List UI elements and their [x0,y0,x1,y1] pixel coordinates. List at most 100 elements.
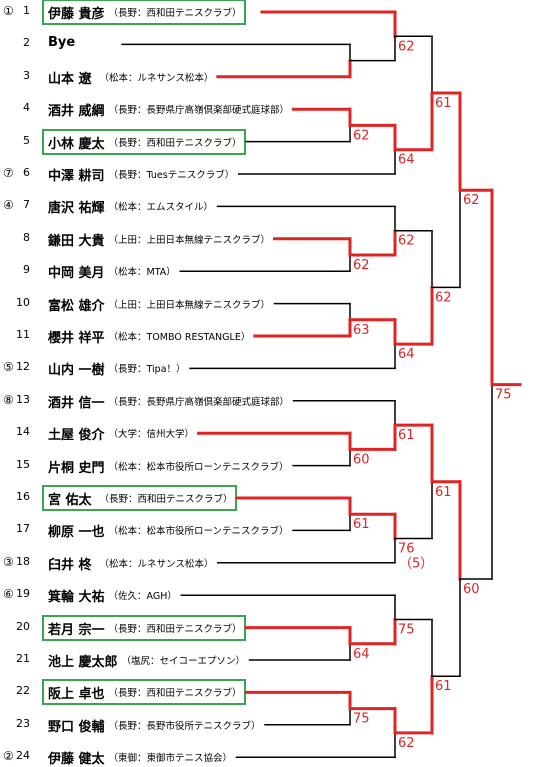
player-club: （松本：TOMBO RESTANGLE） [108,332,251,343]
player-name: 臼井 柊 [48,557,92,573]
draw-number: 18 [16,554,30,568]
player-name: 池上 慶太郎 [48,655,118,670]
draw-number: 17 [16,522,30,536]
seed-mark: ⑧ [3,392,14,407]
draw-number: 13 [16,392,30,406]
draw-number: 14 [16,425,30,439]
draw-number: 15 [16,457,30,471]
player-name: 鎌田 大貴 [48,233,105,249]
seed-mark: ⑥ [3,587,14,602]
player-name: 野口 俊輔 [48,719,105,735]
draw-number: 1 [23,4,30,17]
player-club: （松本：松本市役所ローンテニスクラブ） [108,526,289,538]
draw-number: 5 [23,133,30,147]
seed-mark: ③ [3,554,14,569]
player-row: 20 若月 宗一（長野：西和田テニスクラブ） [0,618,340,638]
player-club: （長野：Tuesテニスクラブ） [108,170,235,181]
draw-number: 23 [16,716,30,730]
draw-number: 21 [16,652,30,665]
match-score: 62 [353,128,370,143]
player-club: （松本：MTA） [108,267,176,279]
player-name: 土屋 俊介 [48,428,105,444]
player-name: 櫻井 祥平 [48,331,105,346]
match-score: 64 [353,647,370,662]
player-name: 伊藤 健太 [48,752,105,767]
match-score: 64 [398,347,415,362]
draw-number: 7 [23,198,30,212]
match-score: 61 [435,96,452,111]
player-club: （大学：信州大学） [108,429,195,441]
match-score: 61 [435,679,452,694]
draw-number: 2 [23,36,30,50]
player-club: （上田：上田日本無線テニスクラブ） [108,234,271,246]
match-score: 62 [398,234,415,249]
draw-number: 22 [16,684,30,698]
match-score: 76 [398,542,415,557]
draw-number: 3 [23,68,30,82]
player-row: 9 中岡 美月（松本：MTA） [0,261,340,281]
player-name: 山内 一樹 [48,363,105,379]
player-name: 中岡 美月 [48,266,105,282]
player-club: （松本：松本市役所ローンテニスクラブ） [108,461,289,473]
player-name: 酒井 信一 [48,395,105,411]
player-name: 中澤 耕司 [48,169,105,184]
player-row: 16 宮 佑太 （長野：西和田テニスクラブ） [0,488,340,508]
player-name: 箕輪 大祐 [48,590,105,606]
player-name: 小林 慶太 [48,136,105,152]
player-name: 若月 宗一 [48,622,105,638]
player-club: （長野：西和田テニスクラブ） [99,494,233,505]
player-name: 酒井 威綱 [48,104,105,120]
seed-mark: ① [3,4,14,18]
player-club: （松本：ルネサンス松本） [99,72,214,84]
player-row: 17 柳原 一也（松本：松本市役所ローンテニスクラブ） [0,520,340,540]
draw-number: 24 [16,749,30,763]
match-score: 61 [398,428,415,443]
player-name: 阪上 卓也 [48,687,105,703]
draw-number: 20 [16,619,30,633]
draw-number: 16 [16,490,30,503]
player-name: 山本 遼 [48,71,92,87]
player-club: （松本：ルネサンス松本） [99,558,214,570]
match-score: 62 [353,258,370,273]
player-club: （長野：西和田テニスクラブ） [108,623,242,635]
player-name: Bye [48,35,76,51]
match-score: 62 [435,290,452,305]
player-club: （長野：西和田テニスクラブ） [108,8,242,19]
match-score: 64 [398,153,415,168]
seed-mark: ⑤ [3,360,14,375]
player-club: （東御：東御市テニス協会） [108,753,233,765]
player-row: 5 小林 慶太（長野：西和田テニスクラブ） [0,132,340,152]
player-club: （長野：西和田テニスクラブ） [108,137,242,149]
player-club: （長野：Tipa！） [108,364,186,376]
player-row: 3 山本 遼 （松本：ルネサンス松本） [0,67,340,87]
seed-mark: ② [3,749,14,764]
player-club: （長野：長野県庁高嶺倶楽部硬式庭球部） [108,105,290,117]
highlight-box [42,128,247,155]
player-name: 宮 佑太 [48,493,92,508]
player-name: 伊藤 貴彦 [48,7,105,22]
player-club: （松本：エムスタイル） [108,202,214,214]
player-club: （長野：長野県庁高嶺倶楽部硬式庭球部） [108,396,290,408]
seed-mark: ④ [3,198,14,213]
match-score: 61 [353,517,370,532]
player-name: 柳原 一也 [48,525,105,541]
draw-number: 9 [23,263,30,277]
player-club: （佐久：AGH） [108,591,177,603]
player-row: 14 土屋 俊介（大学：信州大学） [0,423,340,443]
match-score: 75 [353,712,370,727]
